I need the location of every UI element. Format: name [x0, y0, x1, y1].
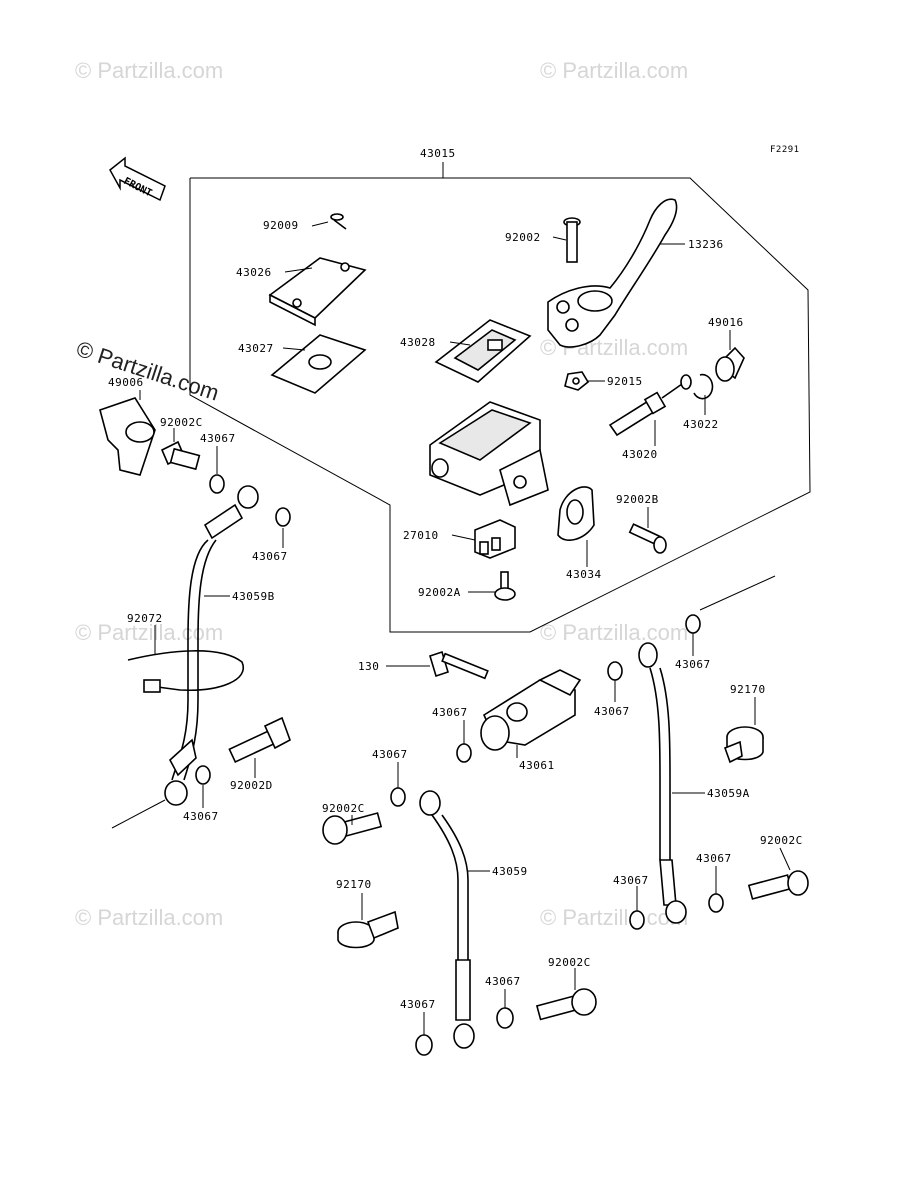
- circlip-43022-icon: [693, 373, 714, 400]
- banjo-bolt-92002C-bottom-icon: [535, 988, 597, 1021]
- master-cylinder-body-icon: [429, 401, 549, 507]
- diaphragm-43027-icon: [270, 334, 367, 394]
- label-43067: 43067: [594, 705, 630, 718]
- watermark-dark: © Partzilla.com: [73, 336, 222, 406]
- label-43059A: 43059A: [707, 787, 750, 800]
- label-43061: 43061: [519, 759, 555, 772]
- hose-43059B-icon: [111, 485, 259, 829]
- fitting-43061-icon: [480, 669, 582, 751]
- label-43067: 43067: [613, 874, 649, 887]
- label-92002B: 92002B: [616, 493, 659, 506]
- label-43026: 43026: [236, 266, 272, 279]
- reservoir-cap-49006-icon: [99, 397, 156, 476]
- watermark: © Partzilla.com: [540, 905, 688, 930]
- label-92170: 92170: [730, 683, 766, 696]
- label-43020: 43020: [622, 448, 658, 461]
- label-43067: 43067: [696, 852, 732, 865]
- bolt-130-icon: [429, 650, 489, 680]
- label-43067: 43067: [372, 748, 408, 761]
- label-43067: 43067: [183, 810, 219, 823]
- plate-43028-icon: [434, 319, 532, 383]
- label-92002C: 92002C: [548, 956, 591, 969]
- label-43067: 43067: [485, 975, 521, 988]
- label-92015: 92015: [607, 375, 643, 388]
- nut-92015-icon: [564, 371, 590, 391]
- label-92002C: 92002C: [322, 802, 365, 815]
- switch-27010-icon: [474, 519, 516, 559]
- label-92002: 92002: [505, 231, 541, 244]
- bolt-92002D-icon: [228, 716, 291, 763]
- label-43067: 43067: [432, 706, 468, 719]
- label-130: 130: [358, 660, 379, 673]
- assembly-outline: [189, 162, 811, 633]
- banjo-bolt-92002C-icon: [160, 440, 201, 471]
- label-43028: 43028: [400, 336, 436, 349]
- diagram-id: F2291: [770, 145, 800, 155]
- watermark: © Partzilla.com: [75, 58, 223, 83]
- label-92170: 92170: [336, 878, 372, 891]
- label-43067: 43067: [252, 550, 288, 563]
- label-43034: 43034: [566, 568, 602, 581]
- fitting-92170-icon: [723, 726, 764, 764]
- cap-43026-icon: [268, 257, 367, 327]
- label-49006: 49006: [108, 376, 144, 389]
- screw-92009-icon: [330, 213, 347, 230]
- front-arrow-icon: FRONT: [109, 156, 166, 202]
- screw-92002A-icon: [494, 571, 516, 601]
- watermark: © Partzilla.com: [540, 620, 688, 645]
- label-92009: 92009: [263, 219, 299, 232]
- label-92002C: 92002C: [160, 416, 203, 429]
- label-43022: 43022: [683, 418, 719, 431]
- watermark: © Partzilla.com: [540, 58, 688, 83]
- lever-13236-icon: [547, 198, 678, 348]
- label-43015: 43015: [420, 147, 456, 160]
- label-43067: 43067: [675, 658, 711, 671]
- label-92002A: 92002A: [418, 586, 461, 599]
- clamp-92072-icon: [127, 650, 245, 693]
- label-43067: 43067: [400, 998, 436, 1011]
- label-92002C: 92002C: [760, 834, 803, 847]
- label-92072: 92072: [127, 612, 163, 625]
- label-43059B: 43059B: [232, 590, 275, 603]
- label-49016: 49016: [708, 316, 744, 329]
- piston-kit-43020-icon: [608, 374, 692, 437]
- label-43067: 43067: [200, 432, 236, 445]
- label-92002D: 92002D: [230, 779, 273, 792]
- holder-43034-icon: [557, 486, 595, 541]
- part-labels: 43015 92009 43026 43027 43028 92002 1323…: [108, 147, 803, 1011]
- banjo-bolt-92002C-mid-icon: [322, 812, 383, 845]
- hose-43059A-icon: [638, 575, 776, 924]
- boot-49016-icon: [715, 346, 745, 382]
- fitting-92170-left-icon: [337, 910, 399, 949]
- watermark: © Partzilla.com: [75, 905, 223, 930]
- label-13236: 13236: [688, 238, 724, 251]
- hose-43059-icon: [419, 790, 475, 1049]
- label-43059: 43059: [492, 865, 528, 878]
- label-27010: 27010: [403, 529, 439, 542]
- pivot-bolt-92002-icon: [563, 217, 581, 263]
- label-43027: 43027: [238, 342, 274, 355]
- leader-lines: [139, 221, 791, 1035]
- banjo-bolt-92002C-right-icon: [747, 870, 809, 900]
- bolt-92002B-icon: [628, 523, 667, 554]
